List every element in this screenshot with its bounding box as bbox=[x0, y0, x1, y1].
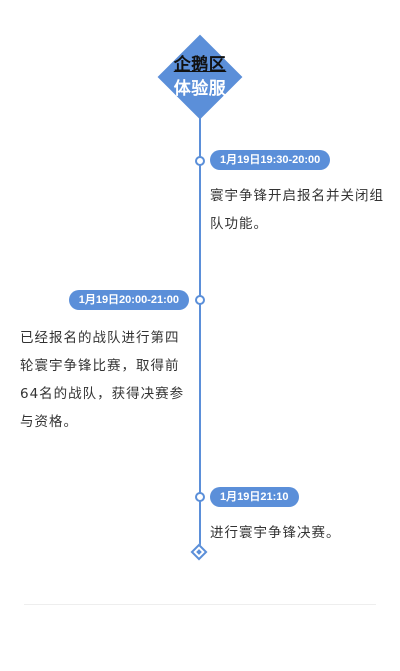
header-diamond-shape bbox=[157, 34, 243, 120]
timeline-line bbox=[199, 100, 201, 552]
event-time-3: 1月19日21:10 bbox=[210, 487, 299, 507]
event-time-1: 1月19日19:30-20:00 bbox=[210, 150, 331, 170]
timeline-node-1 bbox=[195, 156, 205, 166]
event-text-2: 已经报名的战队进行第四轮寰宇争锋比赛，取得前64名的战队，获得决赛参与资格。 bbox=[20, 330, 185, 430]
timeline-node-3 bbox=[195, 492, 205, 502]
header-badge: 企鹅区 体验服 bbox=[157, 34, 243, 120]
divider bbox=[24, 604, 376, 605]
header-title-line1: 企鹅区 bbox=[173, 55, 227, 75]
event-text-1: 寰宇争锋开启报名并关闭组队功能。 bbox=[210, 188, 384, 232]
timeline-end-icon bbox=[190, 543, 208, 561]
header-title-line2: 体验服 bbox=[173, 79, 227, 99]
event-text-3: 进行寰宇争锋决赛。 bbox=[210, 525, 341, 541]
event-time-2: 1月19日20:00-21:00 bbox=[68, 290, 189, 310]
timeline-node-2 bbox=[195, 295, 205, 305]
